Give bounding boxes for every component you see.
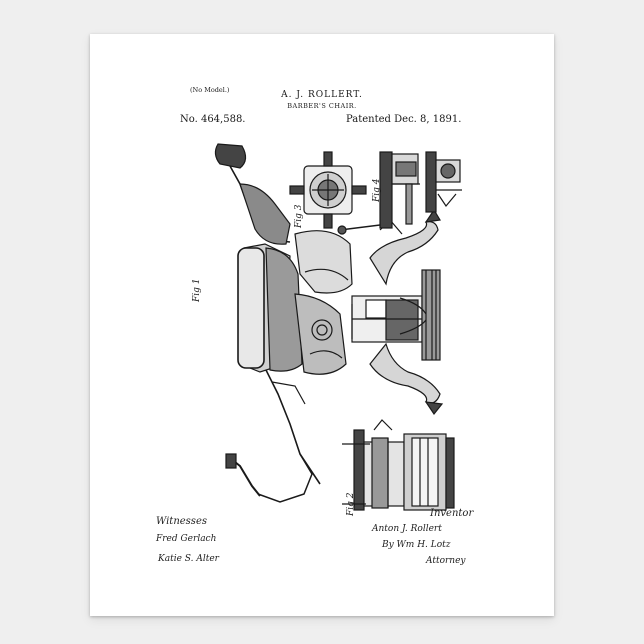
patent-date: Patented Dec. 8, 1891. [346,114,461,125]
patent-title: BARBER'S CHAIR. [90,102,554,110]
fig2-label: Fig 2 [346,493,356,516]
attorney-label: Attorney [426,556,466,566]
inventor-signature: Anton J. Rollert [372,524,442,534]
witnesses-label: Witnesses [156,516,207,527]
fig4-detail-drawing [380,152,462,228]
attorney-signature: By Wm H. Lotz [382,540,451,550]
inventor-heading: A. J. ROLLERT. [90,90,554,100]
patent-poster: (No Model.) A. J. ROLLERT. BARBER'S CHAI… [90,34,554,616]
fig3-label: Fig 3 [294,205,304,228]
patent-number: No. 464,588. [180,114,245,125]
witness-signature-1: Fred Gerlach [156,534,216,544]
patent-drawing [90,34,554,616]
inventor-label: Inventor [430,508,473,519]
fig1-label: Fig 1 [192,279,202,302]
witness-signature-2: Katie S. Alter [158,554,219,564]
fig4-label: Fig 4 [372,179,382,202]
fig2-section-drawing [342,420,454,510]
